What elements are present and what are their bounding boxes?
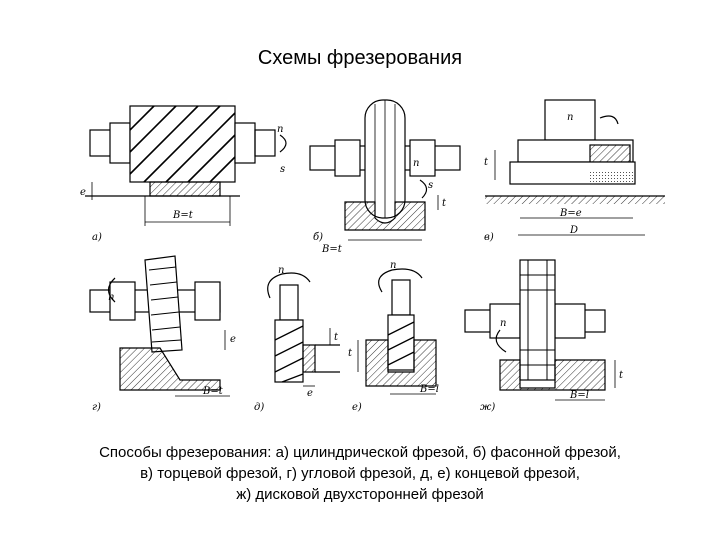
panel-g-conical-cutter xyxy=(144,255,183,353)
panel-v-label-t: t xyxy=(484,157,489,168)
panel-g-angle-cutter xyxy=(89,255,230,397)
panel-a-label-s: s xyxy=(280,164,285,175)
panel-e-end-mill xyxy=(357,268,437,395)
panel-e-label-t: t xyxy=(348,348,353,359)
panel-v-label-d: D xyxy=(569,225,578,236)
panel-v-label-b: B=e xyxy=(559,208,582,219)
caption-line-2: в) торцевой фрезой, г) угловой фрезой, д… xyxy=(140,465,580,482)
milling-schemes-svg: а) B=t n e s б) B=t n t s xyxy=(80,99,665,413)
caption-line-1: Способы фрезерования: а) цилиндрической … xyxy=(99,444,621,461)
panel-d-rotation-arrow xyxy=(267,272,311,299)
panel-e-workpiece xyxy=(365,339,437,387)
panel-a-cylindrical-cutter xyxy=(85,105,287,226)
panel-zh-label-t: t xyxy=(619,370,624,381)
slide-title: Схемы фрезерования xyxy=(257,47,463,69)
panel-v-label-n: n xyxy=(567,112,573,123)
panel-e-rotation-arrow xyxy=(378,268,423,293)
panel-d-shank xyxy=(279,284,299,321)
panel-g-tag: г) xyxy=(92,402,101,413)
panel-d-workpiece xyxy=(302,344,316,373)
panel-zh-cutter-teeth xyxy=(520,260,555,380)
panel-zh-cutter-disc xyxy=(519,259,556,381)
panel-zh-workpiece xyxy=(499,359,606,391)
panel-g-workpiece xyxy=(119,347,221,391)
panel-b-label-t: t xyxy=(442,198,447,209)
panel-v-rotation-arrow xyxy=(599,115,619,125)
panel-b-label-b: B=t xyxy=(321,244,343,255)
panel-g-cutter-teeth xyxy=(148,266,182,343)
panel-v-face-cutter xyxy=(485,99,665,236)
panel-d-cutter xyxy=(274,319,304,383)
panel-a-collar-right xyxy=(234,122,256,164)
panel-a-helical-teeth xyxy=(129,105,236,183)
panel-b-feed-arrow xyxy=(419,179,428,199)
panel-d-tag: д) xyxy=(254,402,264,413)
figure-caption: Способы фрезерования: а) цилиндрической … xyxy=(20,442,700,505)
panel-zh-collar-left xyxy=(489,303,521,339)
panel-b-workpiece xyxy=(344,201,426,231)
panel-a-label-e: e xyxy=(80,187,86,198)
panel-a-label-b: B=t xyxy=(172,210,194,221)
panel-a-label-n: n xyxy=(277,124,283,135)
panel-a-rotation-arrow xyxy=(279,134,287,153)
panel-b-tag: б) xyxy=(313,232,323,243)
panel-zh-collar-right xyxy=(554,303,586,339)
panel-e-label-n: n xyxy=(390,260,396,271)
panel-zh-disc-cutter xyxy=(464,259,616,401)
panel-zh-rotation-arrow xyxy=(495,329,507,353)
panel-g-rotation-arrow xyxy=(107,277,116,303)
panel-d-label-t: t xyxy=(334,332,339,343)
caption-line-3: ж) дисковой двухсторонней фрезой xyxy=(236,486,484,503)
panel-a-tag: а) xyxy=(92,232,102,243)
panel-d-label-n: n xyxy=(278,265,284,276)
panel-v-tag: в) xyxy=(484,232,494,243)
panel-zh-tag: ж) xyxy=(480,402,495,413)
panel-b-collar-left xyxy=(334,139,361,177)
panel-b-form-cutter xyxy=(309,99,461,241)
panel-g-label-e: e xyxy=(230,334,236,345)
panel-b-collar-right xyxy=(409,139,436,177)
panel-d-label-e: e xyxy=(307,388,313,399)
panel-e-shank xyxy=(391,279,411,316)
milling-schemes-diagram: а) B=t n e s б) B=t n t s xyxy=(70,90,670,420)
panel-g-collar-right xyxy=(194,281,221,321)
panel-g-label-b: B=t xyxy=(202,386,224,397)
panel-e-label-b: B=l xyxy=(419,384,439,395)
panel-d-end-mill xyxy=(267,272,340,387)
panel-a-workpiece-top xyxy=(149,181,221,197)
panel-a-arbor-right xyxy=(254,129,276,157)
panel-g-label-n: n xyxy=(108,292,114,303)
panel-a-collar-left xyxy=(109,122,131,164)
panel-b-label-n: n xyxy=(413,158,419,169)
panel-zh-label-n: n xyxy=(500,318,506,329)
panel-e-tag: е) xyxy=(352,402,362,413)
panel-zh-label-b: B=l xyxy=(569,390,589,401)
panel-b-label-s: s xyxy=(428,180,433,191)
